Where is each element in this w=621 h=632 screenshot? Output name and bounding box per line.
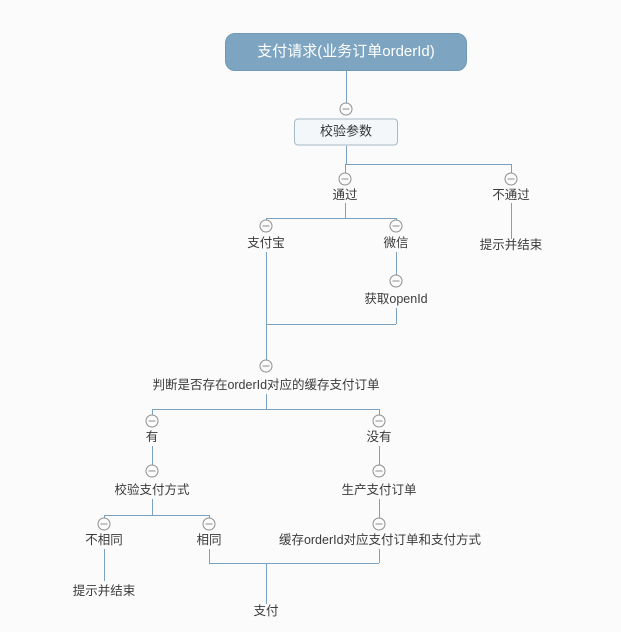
node-validate-params[interactable]: 校验参数 <box>294 118 398 146</box>
connector-line <box>266 252 267 324</box>
connector-line <box>266 218 267 220</box>
connector-line <box>345 164 511 165</box>
connector-line <box>396 218 397 220</box>
connector-line <box>396 252 397 275</box>
connector-line <box>104 515 209 516</box>
minus-glyph <box>342 108 350 110</box>
connector-line <box>511 203 512 239</box>
connector-line <box>104 549 105 581</box>
connector-line <box>266 324 267 360</box>
collapse-toggle-icon[interactable] <box>259 219 273 233</box>
node-cache-order[interactable]: 缓存orderId对应支付订单和支付方式 <box>278 533 482 548</box>
collapse-toggle-icon[interactable] <box>259 359 273 373</box>
node-create-pay-order[interactable]: 生产支付订单 <box>341 483 417 498</box>
connector-line <box>345 203 346 218</box>
collapse-toggle-icon[interactable] <box>372 414 386 428</box>
connector-line <box>209 549 210 563</box>
connector-line <box>209 563 379 564</box>
node-same[interactable]: 相同 <box>196 533 222 548</box>
node-payment-request[interactable]: 支付请求(业务订单orderId) <box>225 33 467 71</box>
collapse-toggle-icon[interactable] <box>339 102 353 116</box>
minus-glyph <box>375 470 383 472</box>
node-get-openid[interactable]: 获取openId <box>364 292 428 307</box>
node-fail-notice-end[interactable]: 提示并结束 <box>479 238 543 253</box>
connector-line <box>379 549 380 563</box>
connector-line <box>379 409 380 415</box>
minus-glyph <box>262 225 270 227</box>
connector-line <box>266 394 267 409</box>
node-diff-notice-end[interactable]: 提示并结束 <box>72 584 136 599</box>
node-wechat[interactable]: 微信 <box>383 236 409 251</box>
node-check-cached-order[interactable]: 判断是否存在orderId对应的缓存支付订单 <box>152 378 380 393</box>
node-different[interactable]: 不相同 <box>85 533 123 548</box>
connector-line <box>511 164 512 173</box>
connector-line <box>266 324 396 325</box>
minus-glyph <box>148 470 156 472</box>
connector-line <box>346 71 347 103</box>
minus-glyph <box>148 420 156 422</box>
node-exists[interactable]: 有 <box>145 430 159 445</box>
connector-line <box>152 409 153 415</box>
minus-glyph <box>375 523 383 525</box>
collapse-toggle-icon[interactable] <box>372 464 386 478</box>
connector-line <box>152 499 153 515</box>
minus-glyph <box>507 178 515 180</box>
node-not-exists[interactable]: 没有 <box>366 430 392 445</box>
connector-line <box>379 499 380 518</box>
collapse-toggle-icon[interactable] <box>389 219 403 233</box>
node-pass[interactable]: 通过 <box>332 188 358 203</box>
collapse-toggle-icon[interactable] <box>504 172 518 186</box>
minus-glyph <box>392 280 400 282</box>
collapse-toggle-icon[interactable] <box>338 172 352 186</box>
minus-glyph <box>375 420 383 422</box>
collapse-toggle-icon[interactable] <box>145 464 159 478</box>
connector-line <box>209 515 210 518</box>
collapse-toggle-icon[interactable] <box>97 517 111 531</box>
node-verify-pay-method[interactable]: 校验支付方式 <box>114 483 190 498</box>
connector-line <box>152 446 153 465</box>
connector-line <box>104 515 105 518</box>
connector-line <box>345 164 346 173</box>
connector-line <box>379 446 380 465</box>
node-fail[interactable]: 不通过 <box>492 188 530 203</box>
minus-glyph <box>392 225 400 227</box>
collapse-toggle-icon[interactable] <box>389 274 403 288</box>
connector-line <box>266 218 396 219</box>
minus-glyph <box>341 178 349 180</box>
node-alipay[interactable]: 支付宝 <box>247 236 285 251</box>
node-pay[interactable]: 支付 <box>253 604 279 619</box>
connector-line <box>152 409 379 410</box>
connector-line <box>396 308 397 324</box>
connector-line <box>266 563 267 604</box>
minus-glyph <box>205 523 213 525</box>
collapse-toggle-icon[interactable] <box>202 517 216 531</box>
minus-glyph <box>100 523 108 525</box>
collapse-toggle-icon[interactable] <box>372 517 386 531</box>
connector-line <box>346 146 347 164</box>
collapse-toggle-icon[interactable] <box>145 414 159 428</box>
minus-glyph <box>262 365 270 367</box>
